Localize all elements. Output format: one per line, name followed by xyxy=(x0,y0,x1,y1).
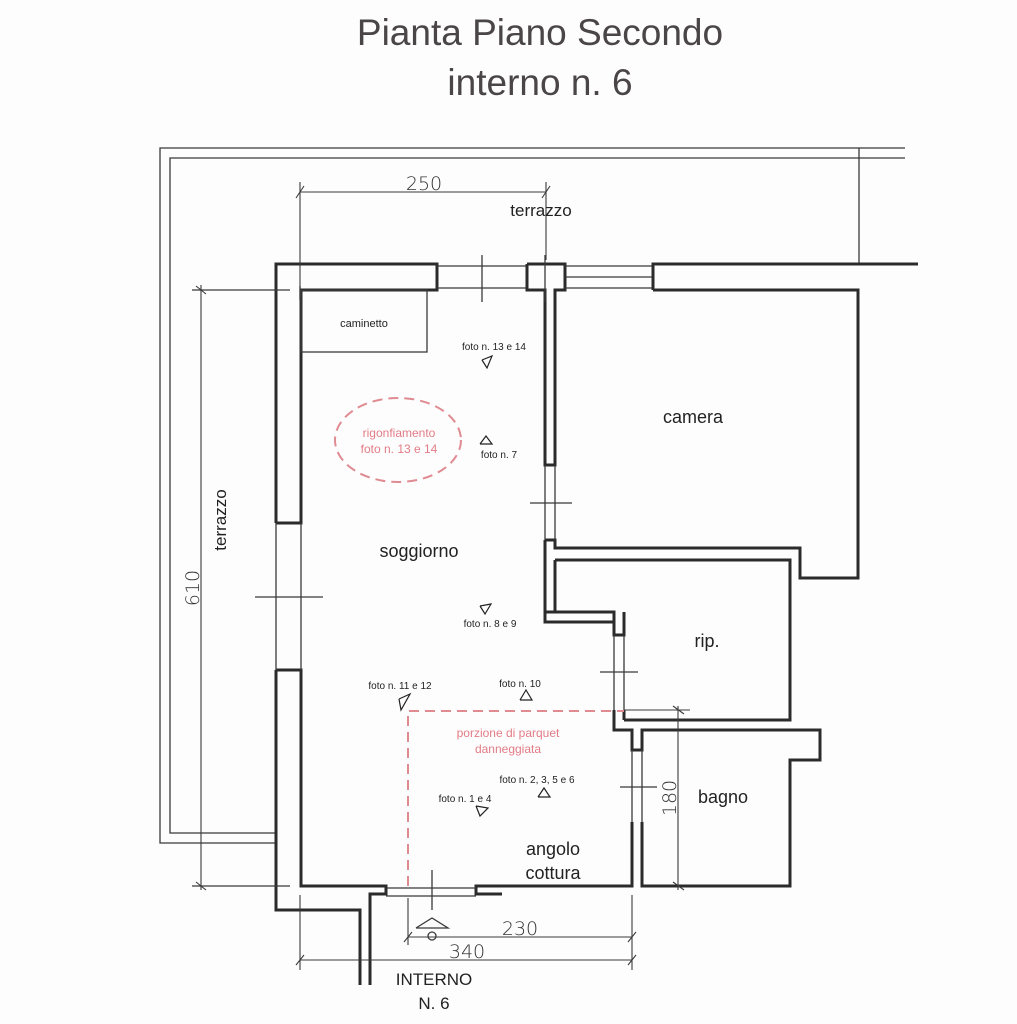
walls xyxy=(192,255,918,985)
camera-icon xyxy=(479,435,494,445)
camera-icon xyxy=(398,692,412,712)
terrace-label-top: terrazzo xyxy=(510,201,571,220)
room-label-rip: rip. xyxy=(694,631,719,651)
photo-label: foto n. 8 e 9 xyxy=(464,619,517,630)
dimension-bagno: 180 xyxy=(659,780,681,816)
parquet-label-2: danneggiata xyxy=(475,742,541,756)
camera-icon xyxy=(479,603,493,616)
room-label-camera: camera xyxy=(663,407,724,427)
photo-label: foto n. 1 e 4 xyxy=(439,794,492,805)
swelling-photo-label: foto n. 13 e 14 xyxy=(361,442,438,456)
entrance-number: N. 6 xyxy=(418,994,449,1013)
entrance-label: INTERNO xyxy=(396,970,473,989)
room-label-soggiorno: soggiorno xyxy=(379,541,458,561)
room-label-cottura: cottura xyxy=(525,863,581,883)
parquet-label: porzione di parquet xyxy=(457,726,560,740)
camera-icon xyxy=(537,786,552,798)
swelling-label: rigonfiamento xyxy=(363,426,436,440)
dimension-bottom-outer: 340 xyxy=(449,941,485,963)
dimension-left: 610 xyxy=(182,570,204,606)
photo-label: foto n. 10 xyxy=(499,679,541,690)
room-label-bagno: bagno xyxy=(698,787,748,807)
camera-icon xyxy=(519,688,534,701)
plan-title: Pianta Piano Secondo xyxy=(356,12,724,53)
photo-label: foto n. 13 e 14 xyxy=(462,342,526,353)
photo-label: foto n. 11 e 12 xyxy=(368,681,432,692)
plan-subtitle: interno n. 6 xyxy=(447,62,633,103)
dimension-lines xyxy=(195,182,690,970)
swelling-area xyxy=(334,397,462,483)
photo-label: foto n. 2, 3, 5 e 6 xyxy=(499,775,574,786)
dimension-top: 250 xyxy=(406,173,442,195)
photo-camera-icons xyxy=(398,354,552,818)
camera-icon xyxy=(481,354,494,370)
camera-icon xyxy=(475,805,490,818)
fireplace-label: caminetto xyxy=(340,318,388,330)
dimension-bottom-inner: 230 xyxy=(502,918,538,940)
fireplace-box xyxy=(300,289,428,353)
entrance-arrow-icon xyxy=(415,917,451,941)
room-label-angolo: angolo xyxy=(526,839,580,859)
terrace-outline xyxy=(159,147,905,844)
photo-label: foto n. 7 xyxy=(481,450,518,461)
terrace-label-left: terrazzo xyxy=(211,489,230,550)
